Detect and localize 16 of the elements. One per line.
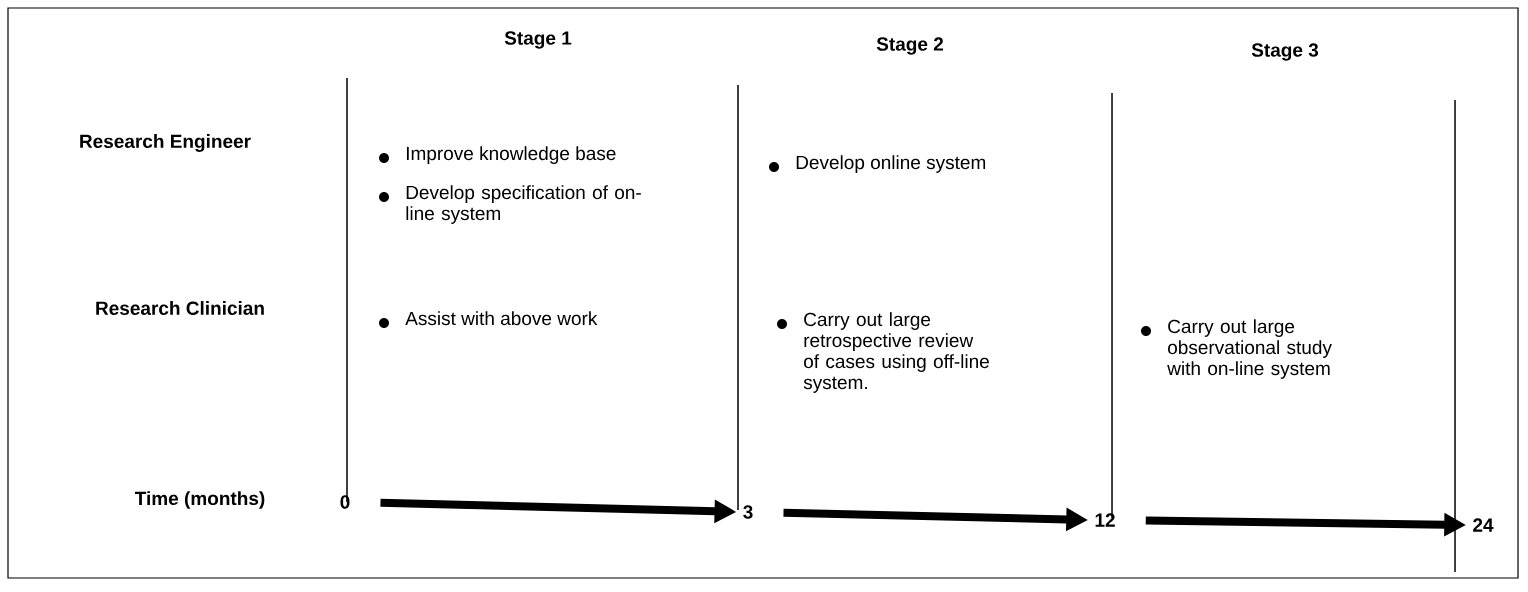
bullet-item: Carry out large observational study with on-line system — [1141, 319, 1332, 379]
bullet-item: Develop specification of on-line system — [379, 185, 641, 224]
bullet-item: Develop online system — [769, 155, 986, 173]
bullet-item: Carry out large retrospective review of cases using off-line system. — [777, 312, 989, 393]
time-marker: 12 — [1095, 513, 1115, 527]
time-marker: 3 — [743, 505, 753, 519]
row-heading: Research Clinician — [96, 301, 264, 315]
row-heading: Research Engineer — [80, 134, 251, 152]
stage-heading: Stage 3 — [1251, 43, 1319, 61]
bullet-item: Improve knowledge base — [379, 146, 616, 164]
bullet-item: Assist with above work — [379, 311, 598, 328]
stage-heading: Stage 1 — [504, 31, 572, 49]
time-marker: 24 — [1473, 518, 1494, 532]
row-heading: Time (months) — [134, 491, 265, 509]
stage-heading: Stage 2 — [876, 37, 943, 55]
time-marker: 0 — [340, 495, 350, 509]
